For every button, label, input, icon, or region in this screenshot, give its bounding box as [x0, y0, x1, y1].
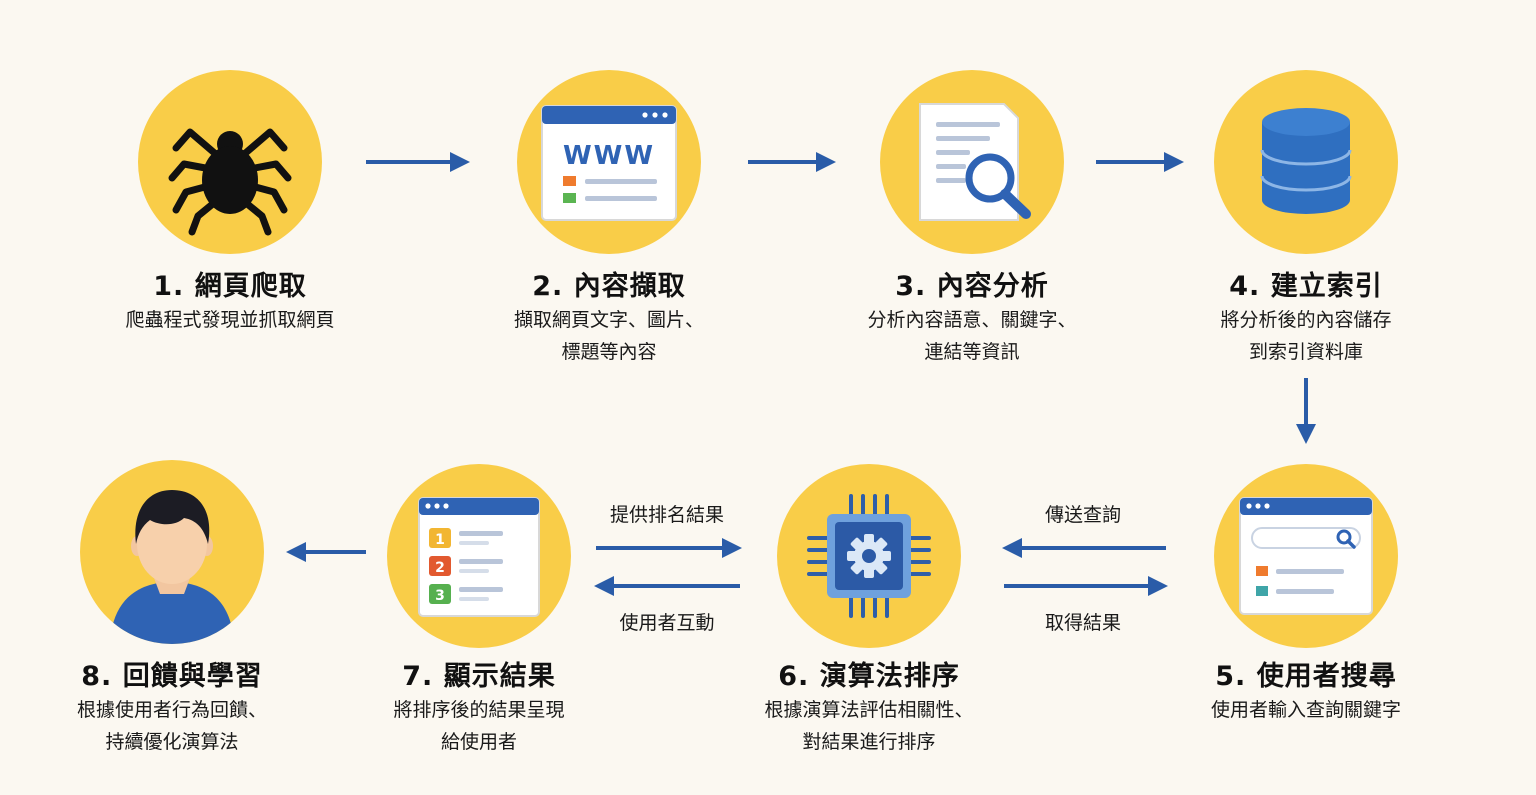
step-1-title: 1. 網頁爬取: [153, 271, 307, 302]
step-1-circle: [138, 70, 322, 254]
search-window-icon: [1239, 497, 1373, 615]
step-8-desc-line-2: 持續優化演算法: [105, 731, 239, 753]
user-icon: [110, 490, 234, 644]
step-3-desc: 分析內容語意、關鍵字、 連結等資訊: [812, 304, 1132, 368]
database-icon: [1260, 108, 1352, 214]
step-2-desc-line-2: 標題等內容: [561, 341, 657, 363]
step-7-title: 7. 顯示結果: [402, 661, 556, 692]
edge-label-user-interaction: 使用者互動: [619, 612, 715, 634]
step-2-desc: 擷取網頁文字、圖片、 標題等內容: [449, 304, 769, 368]
step-6-desc: 根據演算法評估相關性、 對結果進行排序: [709, 694, 1029, 758]
cpu-gear-icon: [807, 494, 931, 618]
edge-label-send-query: 傳送查詢: [1044, 504, 1121, 526]
document-search-icon: [919, 103, 1031, 221]
step-6-title: 6. 演算法排序: [778, 661, 960, 692]
step-2-circle: WWW: [517, 70, 701, 254]
ranked-list-icon: 1 2 3: [418, 497, 540, 617]
www-text: WWW: [563, 141, 655, 171]
step-6-desc-line-2: 對結果進行排序: [802, 731, 936, 753]
step-2-title: 2. 內容擷取: [532, 271, 686, 302]
rank-number-3: 3: [435, 588, 445, 604]
step-3-desc-line-2: 連結等資訊: [924, 341, 1020, 363]
step-3-desc-line-1: 分析內容語意、關鍵字、: [867, 309, 1077, 331]
step-7-desc-line-2: 給使用者: [440, 731, 517, 753]
edge-label-get-results: 取得結果: [1044, 612, 1121, 634]
step-6-circle: [777, 464, 961, 648]
step-4-desc-line-1: 將分析後的內容儲存: [1220, 309, 1392, 331]
step-7-circle: 1 2 3: [387, 464, 571, 648]
step-7-desc: 將排序後的結果呈現 給使用者: [319, 694, 639, 758]
web-page-icon: WWW: [541, 105, 677, 221]
step-4-circle: [1214, 70, 1398, 254]
step-6-desc-line-1: 根據演算法評估相關性、: [764, 699, 974, 721]
step-1-desc: 爬蟲程式發現並抓取網頁: [70, 304, 390, 336]
step-1-desc-line: 爬蟲程式發現並抓取網頁: [125, 309, 335, 331]
step-5-circle: [1214, 464, 1398, 648]
step-5-title: 5. 使用者搜尋: [1215, 661, 1397, 692]
step-3-circle: [880, 70, 1064, 254]
spider-icon: [168, 128, 292, 236]
step-7-desc-line-1: 將排序後的結果呈現: [393, 699, 565, 721]
step-8-circle: [80, 460, 264, 644]
rank-number-2: 2: [435, 560, 445, 576]
rank-number-1: 1: [435, 532, 445, 548]
step-4-desc-line-2: 到索引資料庫: [1248, 341, 1363, 363]
step-8-desc: 根據使用者行為回饋、 持續優化演算法: [12, 694, 332, 758]
step-8-desc-line-1: 根據使用者行為回饋、: [76, 699, 267, 721]
edge-label-provide-ranked: 提供排名結果: [609, 504, 724, 526]
step-2-desc-line-1: 擷取網頁文字、圖片、: [513, 309, 704, 331]
step-3-title: 3. 內容分析: [895, 271, 1049, 302]
step-4-desc: 將分析後的內容儲存 到索引資料庫: [1146, 304, 1466, 368]
step-8-title: 8. 回饋與學習: [81, 661, 263, 692]
step-5-desc-line-1: 使用者輸入查詢關鍵字: [1210, 699, 1401, 721]
step-5-desc: 使用者輸入查詢關鍵字: [1146, 694, 1466, 726]
step-4-title: 4. 建立索引: [1229, 271, 1383, 302]
